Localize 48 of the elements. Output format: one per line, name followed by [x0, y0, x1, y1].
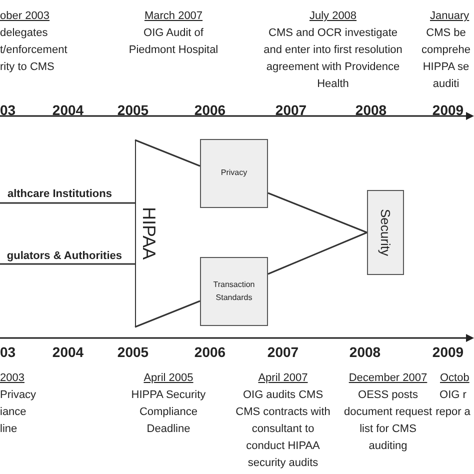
event-description: HIPPA Security Compliance Deadline [130, 388, 207, 437]
stakeholder-label: gulators & Authorities [0, 247, 122, 264]
process-box [200, 257, 268, 326]
year-label: 03 [0, 344, 17, 360]
node-label: HIPAA [138, 207, 159, 260]
event-description: OIG audits CMS [242, 388, 324, 403]
event-description: Privacy iance line [0, 388, 38, 437]
event-date: March 2007 [143, 9, 204, 24]
year-label: 2009 [431, 344, 465, 360]
year-label: 2005 [116, 102, 150, 118]
event-date: Octob [440, 371, 470, 386]
node-label: Security [378, 209, 393, 256]
year-label: 2007 [266, 344, 300, 360]
event-date: January [430, 9, 470, 24]
event-date: 2003 [0, 371, 26, 386]
year-label: 2008 [354, 102, 388, 118]
connector-line [134, 300, 200, 328]
event-description: CMS contracts with consultant to conduct HIPAA security audits [234, 405, 332, 471]
year-label: 2005 [116, 344, 150, 360]
process-box [367, 190, 404, 275]
event-description: OESS posts document request list for CMS auditing [343, 388, 433, 454]
year-label: 03 [0, 102, 17, 118]
year-label: 2009 [431, 102, 465, 118]
process-box [200, 139, 268, 208]
connector-line [134, 139, 200, 167]
event-date: ober 2003 [0, 9, 51, 24]
node-label: Privacy [220, 167, 248, 180]
event-description: CMS and OCR investigate and enter into first resolution agreement with Providence Health [262, 26, 404, 92]
connector-line [0, 202, 135, 204]
connector-line [0, 263, 135, 265]
connector-line [268, 192, 368, 234]
node-label: Transaction Standards [212, 278, 256, 304]
event-description: OIG r repor a [434, 388, 472, 420]
event-date: April 2005 [142, 371, 194, 386]
event-date: July 2008 [308, 9, 358, 24]
event-date: December 2007 [348, 371, 428, 386]
connector-line [268, 232, 368, 275]
stakeholder-label: althcare Institutions [0, 185, 112, 202]
year-label: 2008 [348, 344, 382, 360]
year-label: 2004 [51, 102, 85, 118]
event-description: CMS be comprehe HIPPA se auditi [420, 26, 472, 92]
year-label: 2006 [193, 344, 227, 360]
year-label: 2004 [51, 344, 85, 360]
event-date: April 2007 [257, 371, 309, 386]
year-label: 2006 [193, 102, 227, 118]
year-label: 2007 [274, 102, 308, 118]
event-description: delegates t/enforcement rity to CMS [0, 26, 68, 75]
event-description: OIG Audit of Piedmont Hospital [128, 26, 220, 58]
